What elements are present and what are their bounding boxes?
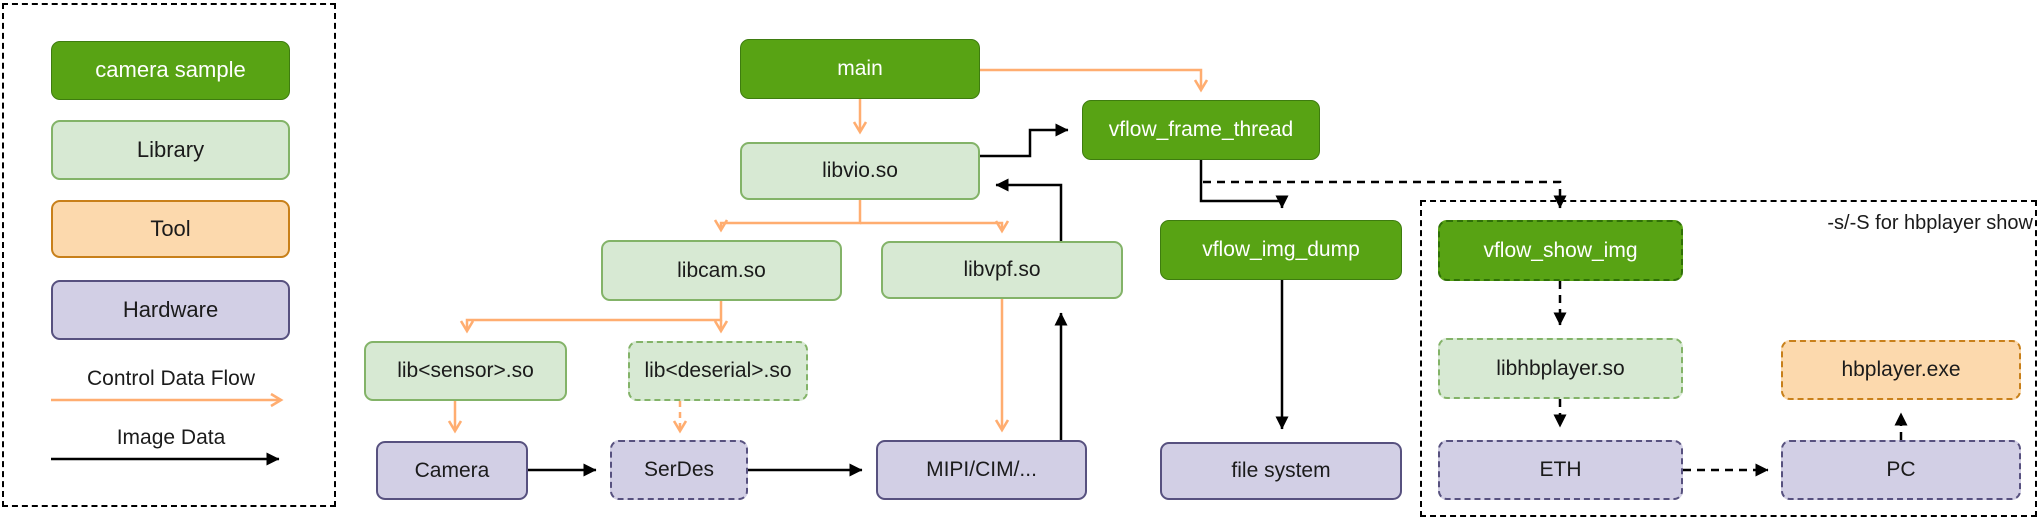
node-lib-sensor-so: lib<sensor>.so bbox=[364, 341, 567, 401]
node-mipi-cim: MIPI/CIM/... bbox=[876, 440, 1087, 500]
legend-label-image-data: Image Data bbox=[116, 426, 226, 449]
node-main: main bbox=[740, 39, 980, 99]
node-vflow-img-dump: vflow_img_dump bbox=[1160, 220, 1402, 280]
edge-vflow-frame-thread-vflow-img-dump bbox=[1199, 160, 1289, 209]
node-eth: ETH bbox=[1438, 440, 1683, 500]
legend-item-tool: Tool bbox=[51, 200, 290, 258]
node-hbplayer-exe: hbplayer.exe bbox=[1781, 340, 2021, 400]
edge-libvpf-libvio bbox=[995, 178, 1063, 241]
edge-libcam-lib-sensor bbox=[459, 301, 723, 334]
edge-main-vflow-frame-thread bbox=[980, 68, 1209, 93]
node-libvio-so: libvio.so bbox=[740, 142, 980, 200]
node-libhbplayer-so: libhbplayer.so bbox=[1438, 338, 1683, 399]
node-pc: PC bbox=[1781, 440, 2021, 500]
node-file-system: file system bbox=[1160, 442, 1402, 500]
node-lib-deserial-so: lib<deserial>.so bbox=[628, 341, 808, 401]
edge-libvio-libcam bbox=[713, 200, 862, 233]
edge-libvio-libvpf bbox=[860, 220, 1010, 234]
node-serdes: SerDes bbox=[610, 440, 748, 500]
hbplayer-show-frame bbox=[1420, 200, 2037, 517]
node-libcam-so: libcam.so bbox=[601, 240, 842, 301]
node-camera: Camera bbox=[376, 441, 528, 500]
node-vflow-frame-thread: vflow_frame_thread bbox=[1082, 100, 1320, 160]
legend-item-library: Library bbox=[51, 120, 290, 180]
legend-frame bbox=[2, 3, 336, 507]
node-libvpf-so: libvpf.so bbox=[881, 241, 1123, 299]
legend-item-hardware: Hardware bbox=[51, 280, 290, 340]
legend-label-control-data-flow: Control Data Flow bbox=[86, 367, 256, 390]
edge-libvio-vflow-frame-thread bbox=[980, 123, 1069, 158]
legend-item-camera-sample: camera sample bbox=[51, 41, 290, 100]
node-vflow-show-img: vflow_show_img bbox=[1438, 220, 1683, 281]
hbplayer-show-note: -s/-S for hbplayer show bbox=[1827, 212, 2033, 234]
